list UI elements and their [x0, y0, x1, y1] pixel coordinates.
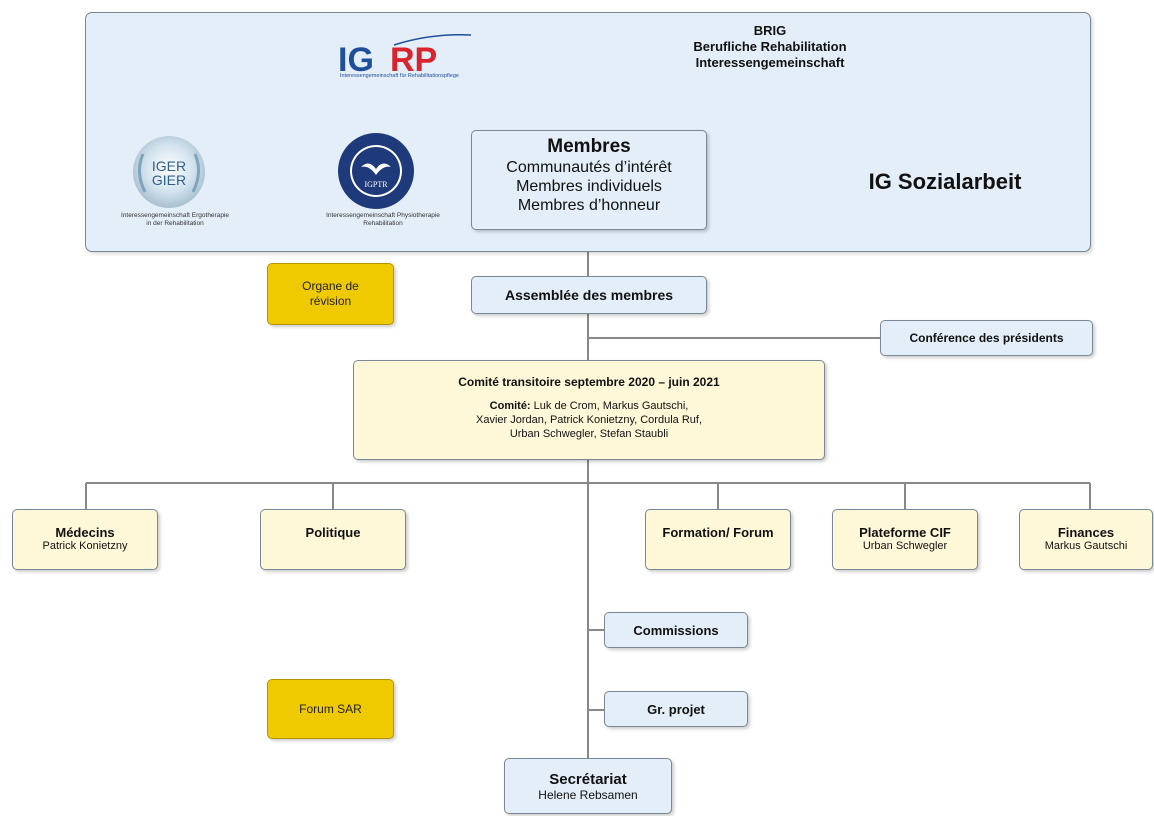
dept-plateforme-person: Urban Schwegler: [862, 540, 948, 552]
igrp-logo-rp: RP: [390, 41, 437, 79]
comite-members-line-1: Comité: Luk de Crom, Markus Gautschi,: [354, 399, 824, 413]
conference-box: Conférence des présidents: [880, 320, 1093, 356]
dept-formation-title: Formation/ Forum: [662, 525, 774, 540]
ig-sozialarbeit-label: IG Sozialarbeit: [868, 169, 1022, 194]
comite-box: Comité transitoire septembre 2020 – juin…: [353, 360, 825, 460]
assemblee-label: Assemblée des membres: [504, 287, 674, 303]
iger-caption: Interessengemeinschaft Ergotherapie in d…: [100, 212, 250, 228]
iger-logo: IGER GIER: [133, 136, 205, 208]
secretariat-title: Secrétariat: [549, 771, 627, 788]
igrp-logo: IG RP: [338, 33, 472, 79]
brig-line-3: Interessengemeinschaft: [695, 55, 845, 70]
iger-logo-text-1: IGER: [152, 158, 186, 174]
igrp-logo-ig: IG: [338, 41, 374, 79]
igptr-caption-line-1: Interessengemeinschaft Physiotherapie: [326, 212, 440, 219]
comite-members-line-2: Xavier Jordan, Patrick Konietzny, Cordul…: [475, 414, 702, 426]
organe-revision-line-1: Organe de: [302, 279, 359, 293]
comite-members-1: Luk de Crom, Markus Gautschi,: [530, 400, 689, 412]
organe-revision-box: Organe de révision: [267, 263, 394, 325]
igrp-tagline: Interessengemeinschaft für Rehabilitatio…: [340, 73, 459, 79]
igptr-logo: IGPTR: [338, 133, 414, 209]
forum-sar-box: Forum SAR: [267, 679, 394, 739]
comite-title: Comité transitoire septembre 2020 – juin…: [458, 375, 720, 389]
dept-formation-box: Formation/ Forum: [645, 509, 791, 570]
dept-finances-person: Markus Gautschi: [1044, 540, 1128, 552]
iger-logo-text-2: GIER: [152, 172, 186, 188]
secretariat-person: Helene Rebsamen: [538, 788, 638, 802]
dept-plateforme-title: Plateforme CIF: [859, 525, 951, 540]
comite-label: Comité:: [489, 400, 531, 412]
membres-box: Membres Communautés d’intérêt Membres in…: [471, 130, 707, 230]
brig-heading: BRIG Berufliche Rehabilitation Interesse…: [660, 23, 880, 71]
comite-members-line-3: Urban Schwegler, Stefan Staubli: [509, 428, 669, 440]
iger-caption-line-1: Interessengemeinschaft Ergotherapie: [120, 212, 230, 219]
igptr-caption: Interessengemeinschaft Physiotherapie Re…: [308, 212, 458, 228]
igptr-caption-line-2: Rehabilitation: [363, 220, 403, 227]
forum-sar-label: Forum SAR: [299, 701, 362, 716]
membres-title: Membres: [547, 136, 631, 157]
brig-line-2: Berufliche Rehabilitation: [693, 39, 847, 54]
membres-line-3: Membres d’honneur: [517, 197, 661, 214]
brig-line-1: BRIG: [753, 23, 787, 38]
gr-projet-label: Gr. projet: [647, 701, 705, 717]
membres-line-2: Membres individuels: [516, 178, 662, 195]
gr-projet-box: Gr. projet: [604, 691, 748, 727]
assemblee-box: Assemblée des membres: [471, 276, 707, 314]
organe-revision-line-2: révision: [309, 294, 352, 308]
dept-medecins-box: Médecins Patrick Konietzny: [12, 509, 158, 570]
dept-finances-title: Finances: [1057, 525, 1115, 540]
igptr-logo-text: IGPTR: [364, 180, 388, 189]
comite-members: Comité: Luk de Crom, Markus Gautschi, Xa…: [354, 399, 824, 441]
dept-medecins-person: Patrick Konietzny: [42, 540, 128, 552]
dept-plateforme-box: Plateforme CIF Urban Schwegler: [832, 509, 978, 570]
dept-finances-box: Finances Markus Gautschi: [1019, 509, 1153, 570]
dept-politique-box: Politique: [260, 509, 406, 570]
iger-caption-line-2: in der Rehabilitation: [146, 220, 204, 227]
conference-label: Conférence des présidents: [909, 331, 1064, 345]
dept-medecins-title: Médecins: [55, 525, 115, 540]
membres-line-1: Communautés d’intérêt: [506, 159, 672, 176]
dept-politique-title: Politique: [305, 525, 361, 540]
commissions-label: Commissions: [633, 622, 719, 638]
commissions-box: Commissions: [604, 612, 748, 648]
secretariat-box: Secrétariat Helene Rebsamen: [504, 758, 672, 814]
